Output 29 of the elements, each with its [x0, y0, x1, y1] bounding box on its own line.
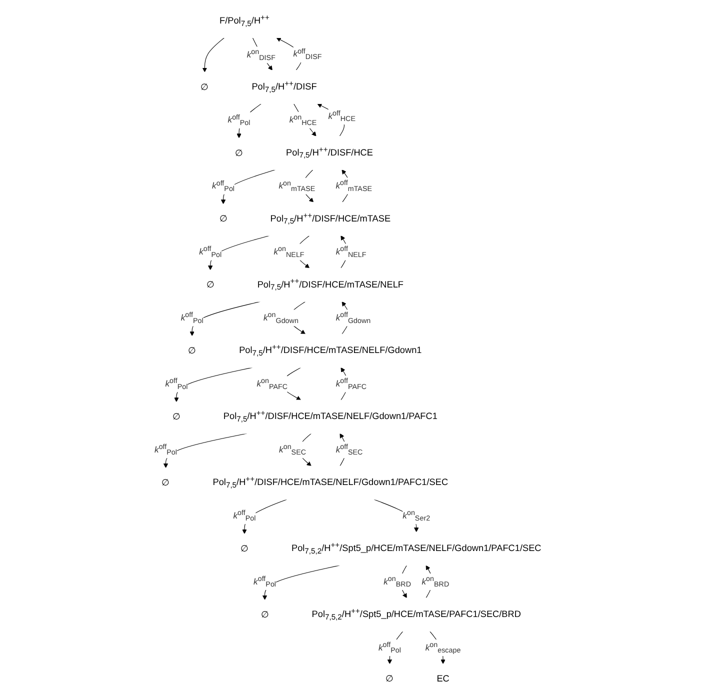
arrow — [387, 631, 404, 664]
node-text: F/Pol$_{7,5}$/H$^{++}$ — [220, 13, 270, 28]
arrow — [242, 499, 288, 534]
node-text: ∅ — [260, 609, 269, 620]
node-text: ∅ — [172, 412, 180, 422]
node-text: Pol$_{7,5}$/H$^{++}$/DISF — [252, 79, 317, 94]
node-text: Pol$_{7,5}$/H$^{++}$/DISF/HCE/mTASE/NELF — [257, 277, 404, 292]
arrow — [190, 301, 260, 336]
arrow — [220, 169, 276, 204]
node-text: Pol$_{7,5}$/H$^{++}$/DISF/HCE/mTASE/NELF/Gdown1/PAFC1/SEC — [212, 475, 448, 490]
node-text: Pol$_{7,5,2}$/H$^{++}$/Spt5_p/HCE/mTASE/PAFC1/SEC/BRD — [312, 607, 521, 622]
node-text: ∅ — [240, 543, 248, 554]
node-text: ∅ — [386, 674, 394, 684]
node-text: ∅ — [219, 214, 228, 224]
node-text: EC — [436, 674, 450, 684]
node-text: ∅ — [188, 346, 196, 356]
node-text: ∅ — [234, 148, 244, 158]
arrow — [208, 235, 270, 270]
node-text: ∅ — [200, 82, 209, 92]
node-text: Pol$_{7,5}$/H$^{++}$/DISF/HCE — [286, 145, 373, 160]
node-text: Pol$_{7,5}$/H$^{++}$/DISF/HCE/mTASE/NELF/Gdown1/PAFC1 — [223, 409, 438, 424]
node-text: Pol$_{7,5,2}$/H$^{++}$/Spt5_p/HCE/mTASE/NELF/Gdown1/PAFC1/SEC — [291, 541, 542, 556]
node-text: Pol$_{7,5}$/H$^{++}$/DISF/HCE/mTASE/NELF/Gdown1 — [239, 343, 422, 358]
node-text: ∅ — [206, 280, 214, 290]
arrow — [262, 565, 340, 600]
arrow — [236, 103, 262, 138]
node-text: ∅ — [162, 478, 170, 488]
node-text: Pol$_{7,5}$/H$^{++}$/DISF/HCE/mTASE — [270, 211, 391, 226]
arrow — [202, 38, 225, 72]
